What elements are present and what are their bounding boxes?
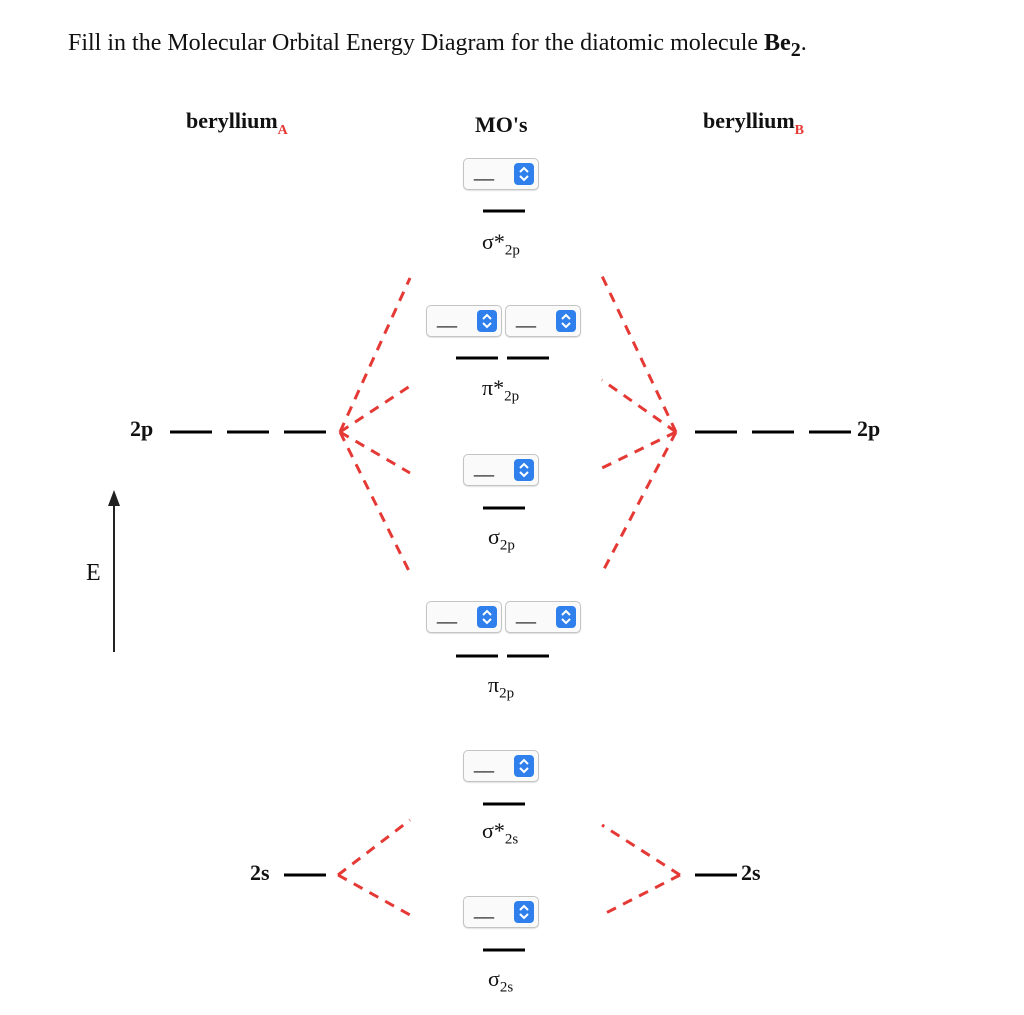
up-down-chevron-icon — [556, 310, 576, 332]
sigma-2p-label: σ2p — [488, 524, 515, 554]
header-mos: MO's — [475, 112, 528, 137]
select-pi-star-2p-1[interactable]: __ — [426, 305, 502, 337]
up-down-chevron-icon — [514, 755, 534, 777]
select-sigma-2p[interactable]: __ — [463, 454, 539, 486]
select-pi-star-2p-2[interactable]: __ — [505, 305, 581, 337]
sigma-2s-symbol: σ — [488, 966, 500, 991]
select-value: __ — [474, 161, 495, 181]
up-down-chevron-icon — [556, 606, 576, 628]
left-2s-label: 2s — [250, 860, 270, 885]
sigma-2p-symbol: σ — [488, 524, 500, 549]
up-down-chevron-icon — [514, 459, 534, 481]
molecule-formula: Be — [764, 30, 791, 56]
sigma-star-2p-sub: 2p — [504, 242, 520, 259]
dash-left-2s-to-sigma — [337, 873, 411, 917]
pi-star-2p-symbol: π* — [482, 375, 505, 400]
select-sigma-star-2p[interactable]: __ — [463, 158, 539, 190]
select-value: __ — [474, 753, 495, 773]
up-down-chevron-icon — [514, 163, 534, 185]
prompt-text: Fill in the Molecular Orbital Energy Dia… — [68, 30, 765, 56]
select-pi-2p-2[interactable]: __ — [505, 601, 581, 633]
dash-right-2p-to-pi — [600, 431, 678, 574]
question-prompt: Fill in the Molecular Orbital Energy Dia… — [68, 30, 807, 62]
dash-left-2s-to-sigma-star — [337, 818, 411, 877]
sigma-2p-sub: 2p — [499, 537, 515, 554]
prompt-end: . — [800, 30, 807, 56]
sigma-star-2s-sub: 2s — [504, 831, 519, 848]
header-beryllium-a: berylliumA — [186, 108, 288, 139]
energy-axis-label: E — [86, 560, 101, 586]
dash-left-2p-to-pi-star — [339, 384, 411, 434]
header-right-sub: B — [794, 123, 805, 138]
select-value: __ — [516, 308, 537, 328]
select-value: __ — [437, 604, 458, 624]
header-beryllium-b: berylliumB — [703, 108, 804, 139]
pi-2p-symbol: π — [488, 672, 500, 697]
header-left-sub: A — [277, 123, 288, 138]
sigma-star-2p-symbol: σ* — [482, 229, 505, 254]
sigma-star-2p-label: σ*2p — [482, 229, 520, 259]
select-value: __ — [474, 899, 495, 919]
pi-2p-sub: 2p — [499, 685, 515, 702]
right-2s-label: 2s — [741, 860, 761, 885]
pi-star-2p-label: π*2p — [482, 375, 519, 405]
dash-right-2p-to-sigma-star — [600, 275, 678, 433]
molecule-subscript: 2 — [790, 38, 801, 61]
arrow-up-icon — [108, 490, 120, 506]
correlation-dashes — [337, 275, 681, 917]
sigma-star-2s-symbol: σ* — [482, 818, 505, 843]
up-down-chevron-icon — [477, 310, 497, 332]
sigma-2s-label: σ2s — [488, 966, 513, 996]
dash-right-2p-to-sigma — [601, 430, 677, 470]
dash-right-2p-to-pi-star — [601, 378, 677, 434]
dash-left-2p-to-sigma — [339, 430, 411, 475]
dash-right-2s-to-sigma — [601, 873, 681, 917]
header-right-label: beryllium — [703, 108, 795, 133]
select-sigma-star-2s[interactable]: __ — [463, 750, 539, 782]
pi-2p-label: π2p — [488, 672, 514, 702]
select-sigma-2s[interactable]: __ — [463, 896, 539, 928]
select-value: __ — [437, 308, 458, 328]
dash-left-2p-to-pi — [338, 431, 412, 574]
select-value: __ — [516, 604, 537, 624]
right-2p-label: 2p — [857, 416, 881, 441]
up-down-chevron-icon — [477, 606, 497, 628]
left-2p-label: 2p — [130, 416, 154, 441]
select-value: __ — [474, 457, 495, 477]
pi-star-2p-sub: 2p — [504, 388, 520, 405]
dash-right-2s-to-sigma-star — [601, 823, 681, 877]
header-left-label: beryllium — [186, 108, 278, 133]
sigma-star-2s-label: σ*2s — [482, 818, 518, 848]
sigma-2s-sub: 2s — [499, 979, 514, 996]
select-pi-2p-1[interactable]: __ — [426, 601, 502, 633]
up-down-chevron-icon — [514, 901, 534, 923]
